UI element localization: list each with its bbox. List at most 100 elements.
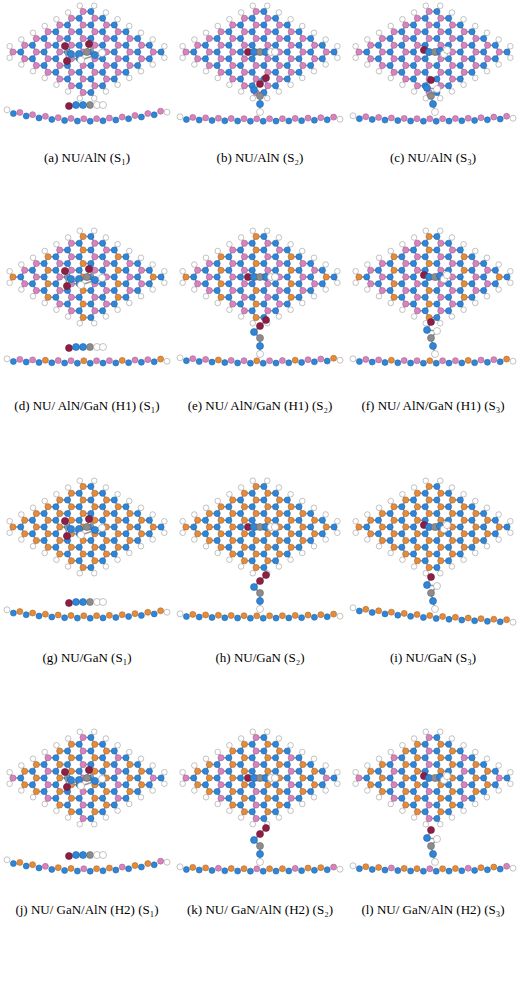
atom [473,274,479,280]
atom [308,49,314,55]
atom [88,314,94,320]
atom [92,15,98,21]
atom [76,308,82,314]
atom [115,254,121,260]
atom [414,69,420,75]
atom [249,308,255,314]
atom [492,267,498,273]
atom [150,287,156,293]
atom [484,56,490,62]
atom [251,329,258,336]
atom [203,255,209,261]
atom [123,294,129,300]
atom [119,357,125,363]
atom [135,274,141,280]
atom [68,69,74,75]
atom [19,287,25,293]
atom [241,254,247,260]
atom [180,268,186,274]
atom [265,254,271,260]
atom [434,287,440,293]
atom [403,35,409,41]
atom [247,360,253,366]
atom [206,274,212,280]
atom [237,76,243,82]
atom [308,35,314,41]
atom [138,30,144,36]
atom [368,281,374,287]
atom [253,247,259,253]
atom [106,358,112,364]
atom [126,360,132,366]
atom [45,267,51,273]
atom [335,55,341,61]
atom [399,29,405,35]
atom [135,35,141,41]
atom [115,16,121,22]
atom [445,308,451,314]
atom [299,300,305,306]
atom [272,294,278,300]
atom [410,260,416,266]
atom [57,274,63,280]
atom [237,274,243,280]
atom [42,23,48,29]
atom [400,16,406,22]
atom [353,55,359,61]
atom [472,117,478,123]
atom [62,360,68,366]
atom [98,274,105,281]
atom [264,3,270,9]
atom [387,35,393,41]
atom [68,15,74,21]
atom [288,82,294,88]
bond-layer [10,6,165,98]
atom [422,29,428,35]
atom [237,247,243,253]
atom [127,35,133,41]
atom [241,240,247,246]
atom [98,49,105,56]
atom [192,37,198,43]
atom [192,287,198,293]
atom [100,360,106,366]
atom [484,281,490,287]
atom [214,62,220,68]
atom [272,69,278,75]
atom [288,42,294,48]
atom [257,81,264,88]
atom [180,55,186,61]
atom [267,358,273,364]
atom [410,35,416,41]
atom [481,287,487,293]
atom [323,49,329,55]
atom [469,254,475,260]
atom [399,56,405,62]
atom [237,62,243,68]
atom [308,287,314,293]
atom [286,360,292,366]
atom [30,293,36,299]
atom [420,118,426,124]
atom [422,15,428,21]
atom [67,50,74,57]
atom [445,15,451,21]
atom [63,57,70,64]
atom [300,274,306,280]
atom [103,287,109,293]
atom [299,248,305,254]
atom [77,56,84,63]
atom [77,3,83,9]
atom [68,240,74,246]
atom [319,56,325,62]
atom [77,95,83,101]
atom [23,359,29,365]
atom [331,114,337,120]
atom [276,287,282,293]
atom [66,345,73,352]
side-view [4,102,170,125]
atom [284,287,290,293]
atom [369,116,375,122]
atom [272,56,278,62]
atom [119,114,125,120]
